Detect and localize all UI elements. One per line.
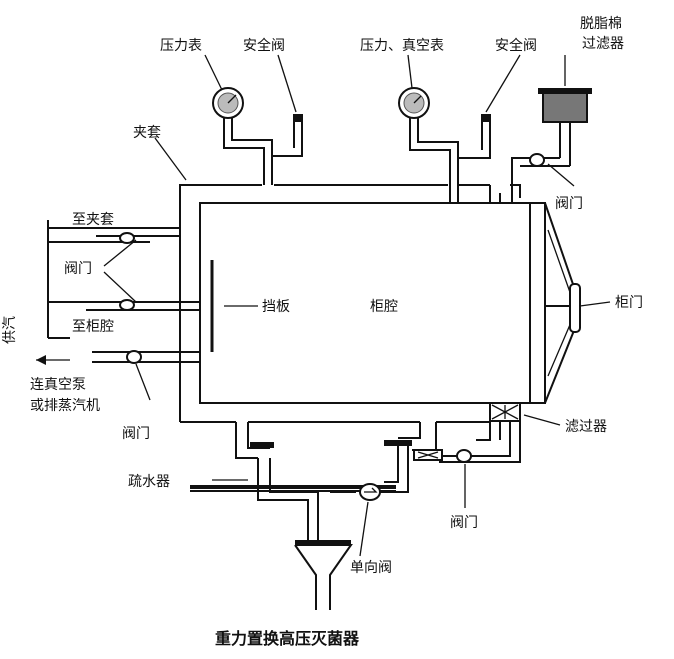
door-handle bbox=[569, 283, 581, 333]
chamber-wall bbox=[199, 202, 531, 404]
door-label: 柜门 bbox=[615, 295, 643, 311]
jacket-wall bbox=[179, 184, 521, 423]
pressure-gauge-label: 压力表 bbox=[160, 38, 202, 54]
valve-top-right-body bbox=[489, 153, 570, 203]
valve-top-right-label: 阀门 bbox=[555, 196, 583, 212]
pressure-gauge bbox=[212, 87, 273, 185]
filter-label: 滤过器 bbox=[565, 419, 607, 435]
door-assembly bbox=[530, 202, 576, 404]
vacuum-line bbox=[36, 350, 200, 365]
chamber-label: 柜腔 bbox=[370, 299, 398, 315]
safety-valve-1 bbox=[272, 114, 303, 157]
valve-bottom-left-label: 阀门 bbox=[122, 426, 150, 442]
bottom-filter bbox=[489, 402, 521, 422]
check-valve-body bbox=[330, 483, 384, 501]
diagram-caption: 重力置换高压灭菌器 bbox=[215, 629, 360, 648]
drain-piping bbox=[235, 403, 521, 540]
pressure-vacuum-gauge-label: 压力、真空表 bbox=[360, 38, 444, 54]
safety-valve-1-label: 安全阀 bbox=[243, 37, 285, 54]
cotton-filter-label-1: 脱脂棉 bbox=[580, 15, 622, 32]
drain-funnel bbox=[294, 540, 353, 610]
valve-to-jacket bbox=[96, 232, 180, 244]
to-jacket-label: 至夹套 bbox=[72, 212, 114, 228]
valve-bottom-right-label: 阀门 bbox=[450, 515, 478, 531]
cotton-filter bbox=[538, 88, 592, 166]
safety-valve-2 bbox=[458, 114, 491, 159]
vacuum-label-2: 或排蒸汽机 bbox=[30, 398, 100, 414]
check-valve-label: 单向阀 bbox=[350, 560, 392, 576]
steam-supply-label: 供汽 bbox=[2, 316, 18, 344]
safety-valve-2-label: 安全阀 bbox=[495, 37, 537, 54]
vacuum-label-1: 连真空泵 bbox=[30, 377, 86, 393]
trap-label: 疏水器 bbox=[128, 474, 170, 490]
leader-lines bbox=[103, 54, 611, 557]
valve-to-chamber bbox=[119, 299, 135, 311]
jacket-label: 夹套 bbox=[133, 125, 161, 141]
baffle-label: 挡板 bbox=[262, 299, 290, 315]
cotton-filter-label-2: 过滤器 bbox=[582, 36, 624, 52]
valve-left-label: 阀门 bbox=[64, 261, 92, 277]
to-chamber-label: 至柜腔 bbox=[72, 319, 114, 335]
pressure-vacuum-gauge bbox=[398, 87, 459, 203]
